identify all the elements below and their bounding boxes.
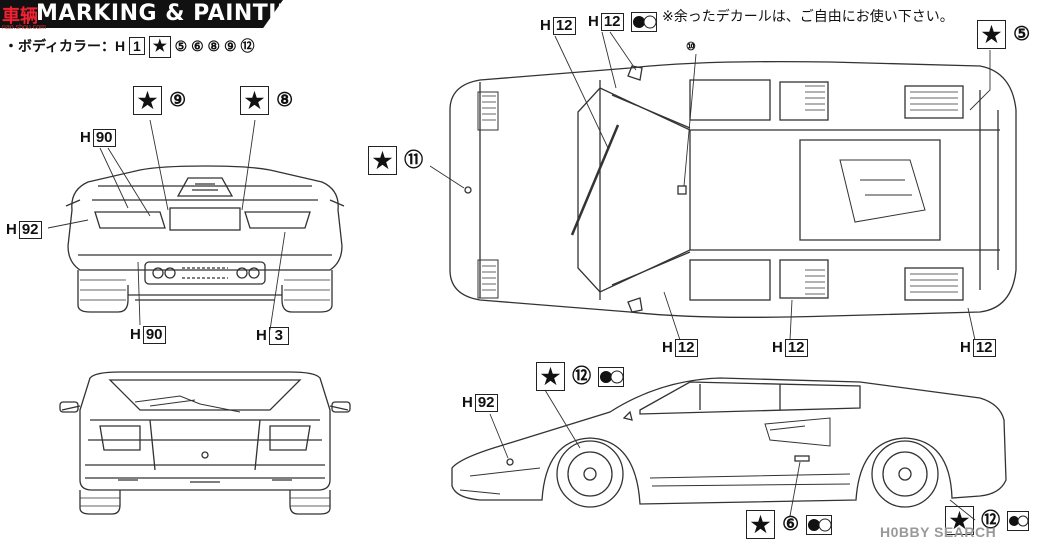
decal-number: ⑤ xyxy=(1013,23,1031,45)
decal-number: ⑩ xyxy=(686,41,696,53)
checker-icon xyxy=(630,12,657,32)
paint-code: H xyxy=(130,326,141,343)
star-icon: ★ xyxy=(746,510,775,539)
decal-number: ⑨ xyxy=(169,89,187,111)
body-decal-5: ⑫ xyxy=(240,38,255,54)
star-icon: ★ xyxy=(536,362,565,391)
decal-number: ⑧ xyxy=(276,89,294,111)
callout-decal-10: ⑩ xyxy=(686,38,696,56)
star-icon: ★ xyxy=(148,36,171,59)
body-decal-2: ⑥ xyxy=(191,38,204,54)
body-color-prefix: ・ボディカラー： xyxy=(4,38,116,54)
callout-decal-12b: ★ ⑫ xyxy=(945,506,1030,535)
star-icon: ★ xyxy=(133,86,162,115)
hobby-logo-text: 車辆 xyxy=(2,6,38,27)
page-title: MARKING & PAINTING xyxy=(36,1,315,26)
body-decal-4: ⑨ xyxy=(223,38,237,54)
paint-code: H xyxy=(588,12,599,30)
checker-icon xyxy=(1007,510,1030,531)
paint-code: H xyxy=(80,129,91,146)
decal-number: ⑫ xyxy=(981,509,1001,531)
front-view-drawing xyxy=(59,371,351,515)
callout-decal-9: ★ ⑨ xyxy=(133,86,186,115)
paint-code: H xyxy=(662,339,673,356)
paint-code: H xyxy=(540,17,551,34)
body-decal-3: ⑧ xyxy=(207,38,221,54)
checker-icon xyxy=(598,366,625,387)
paint-code: H xyxy=(772,339,783,356)
paint-code: H xyxy=(115,38,126,54)
callout-decal-8: ★ ⑧ xyxy=(240,86,293,115)
watermark: H0BBY SEARCH xyxy=(880,524,997,540)
paint-number: 12 xyxy=(972,339,996,357)
paint-code: H xyxy=(960,339,971,356)
paint-number: 12 xyxy=(784,339,808,357)
paint-number: 92 xyxy=(18,221,42,239)
decal-number: ⑥ xyxy=(782,513,800,535)
decal-number: ⑪ xyxy=(404,149,424,171)
leader-lines xyxy=(47,31,991,521)
side-view-drawing xyxy=(451,377,1007,508)
body-decal-1: ⑤ xyxy=(174,38,188,54)
body-color-spec: ・ボディカラー：H 1 ★ ⑤ ⑥ ⑧ ⑨ ⑫ xyxy=(4,36,255,59)
paint-number: 12 xyxy=(600,12,624,31)
rear-view-drawing xyxy=(65,165,345,313)
paint-number: 1 xyxy=(129,37,145,55)
top-view-drawing xyxy=(449,60,1017,318)
paint-number: 3 xyxy=(268,327,289,345)
paint-code: H xyxy=(6,221,17,238)
paint-number: 12 xyxy=(552,17,576,35)
decal-number: ⑫ xyxy=(572,365,592,387)
callout-decal-11: ★ ⑪ xyxy=(368,146,423,175)
callout-decal-5: ★ ⑤ xyxy=(977,20,1030,49)
callout-decal-12a: ★ ⑫ xyxy=(536,362,625,391)
paint-code: H xyxy=(462,394,473,411)
star-icon: ★ xyxy=(368,146,397,175)
callout-decal-6: ★ ⑥ xyxy=(746,510,833,539)
paint-code: H xyxy=(256,327,267,344)
title-banner xyxy=(0,0,283,28)
decal-note: ※余ったデカールは、ご自由にお使い下さい。 xyxy=(662,9,954,25)
paint-number: 12 xyxy=(674,339,698,357)
paint-number: 90 xyxy=(142,326,166,344)
star-icon: ★ xyxy=(240,86,269,115)
checker-icon xyxy=(806,514,833,535)
paint-number: 92 xyxy=(474,394,498,412)
logo-url: nao.shou.com xyxy=(2,24,46,31)
paint-number: 90 xyxy=(92,129,116,147)
star-icon: ★ xyxy=(977,20,1006,49)
